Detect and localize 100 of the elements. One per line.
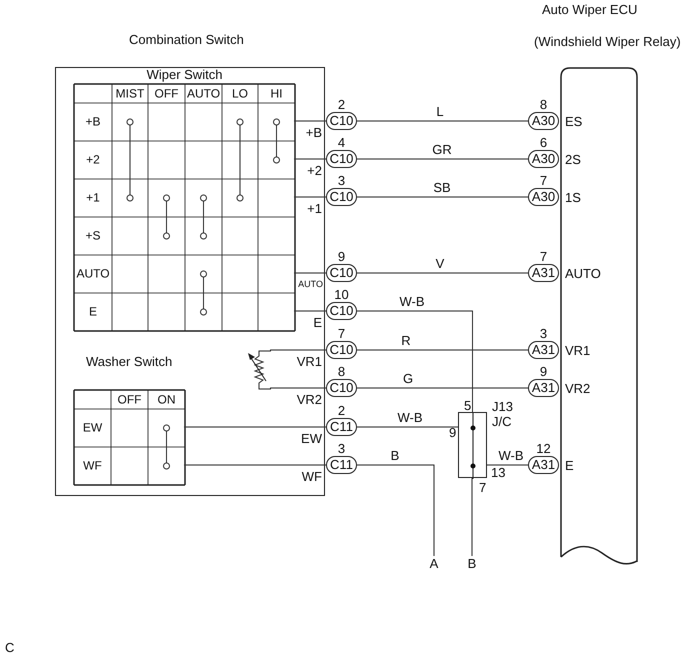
pin-number: 9 [449,425,456,440]
component-title: (Windshield Wiper Relay) [534,34,681,49]
edge-label: +B [306,125,322,140]
edge-label: EW [301,431,322,446]
component-title: Combination Switch [129,32,244,47]
pin-number: 8 [338,364,346,379]
wire [356,464,434,556]
pin-number: 7 [540,173,548,188]
pin-number: 4 [338,135,346,150]
column-header: HI [270,86,282,101]
wire-end-label: A [428,556,440,572]
edge-label: GR [432,142,452,157]
pin-number: 3 [540,326,548,341]
row-label: EW [82,420,102,436]
pin-number: 12 [536,441,551,456]
wire [294,272,326,274]
connector-code: C10 [330,189,354,204]
pin-number: 2 [338,403,346,418]
connector-code: C11 [330,419,353,434]
connector-code: A30 [532,151,556,166]
edge-label: VR1 [296,354,322,369]
wire [294,196,326,198]
connector-code: C10 [330,265,354,280]
wire [356,196,528,198]
row-label: E [89,304,97,320]
edge-label: R [401,333,411,348]
edge-label: +2 [307,163,322,178]
column-header: MIST [116,86,144,101]
connector-code: C10 [330,303,354,318]
row-label: +S [86,228,100,244]
column-header: LO [232,86,248,101]
wire [184,426,326,428]
component-title: Auto Wiper ECU [542,2,638,17]
terminal-name: VR1 [565,343,590,358]
connector-code: A30 [532,113,556,128]
figure-code: C [5,640,14,655]
row-label: +2 [86,152,100,168]
connector-code: A30 [532,189,556,204]
pin-number: 8 [540,97,548,112]
column-header: AUTO [186,86,220,101]
wire [356,120,528,122]
edge-label: W-B [498,448,524,463]
edge-label: W-B [397,410,423,425]
edge-label: G [402,371,414,386]
column-header: OFF [118,392,142,407]
pin-number: 7 [540,249,548,264]
column-header: ON [158,392,176,407]
column-header: OFF [154,86,178,101]
connector-code: J13 J/C [492,399,514,429]
wire [356,158,528,160]
pin-number: 9 [540,364,548,379]
pin-number: 2 [338,97,346,112]
connector-code: A31 [532,265,556,280]
wire [356,426,458,428]
pin-number: 10 [334,287,349,302]
edge-label: B [390,448,400,463]
wire [356,310,473,412]
edge-label: WF [302,469,322,484]
connector-code: A31 [532,342,556,357]
terminal-name: 2S [565,152,581,167]
edge-label: SB [433,180,451,195]
pin-number: 6 [540,135,548,150]
edge-label: +1 [307,201,322,216]
wire [486,464,528,466]
connector-code: C11 [330,457,353,472]
table-title: Wiper Switch [146,67,222,82]
edge-label: W-B [399,294,425,309]
pin-number: 7 [479,480,486,495]
connector-code: A31 [532,380,556,395]
pin-number: 9 [338,249,346,264]
connector-code: C10 [330,380,354,395]
wire [294,158,326,160]
row-label: +1 [86,190,100,206]
terminal-name: AUTO [565,266,601,281]
row-label: WF [83,458,102,474]
edge-label: VR2 [296,392,322,407]
wire [294,310,326,312]
pin-number: 5 [464,398,472,413]
pin-number: 3 [338,173,346,188]
terminal-name: VR2 [565,381,590,396]
wire [184,464,326,466]
row-label: AUTO [76,266,110,282]
pin-number: 3 [338,441,346,456]
row-label: +B [86,114,100,130]
edge-label: E [313,315,322,330]
edge-label: AUTO [298,278,323,291]
wire-end-label: B [466,556,478,572]
wire [294,120,326,122]
terminal-name: 1S [565,190,581,205]
pin-number: 13 [491,465,506,480]
connector-code: C10 [330,342,354,357]
table-title: Washer Switch [86,354,172,369]
connector-code: C10 [330,151,354,166]
pin-number: 7 [338,326,346,341]
terminal-name: E [565,458,574,473]
connector-code: A31 [532,457,556,472]
connector-code: C10 [330,113,354,128]
edge-label: V [436,256,444,271]
wire [356,272,528,274]
terminal-name: ES [565,114,582,129]
